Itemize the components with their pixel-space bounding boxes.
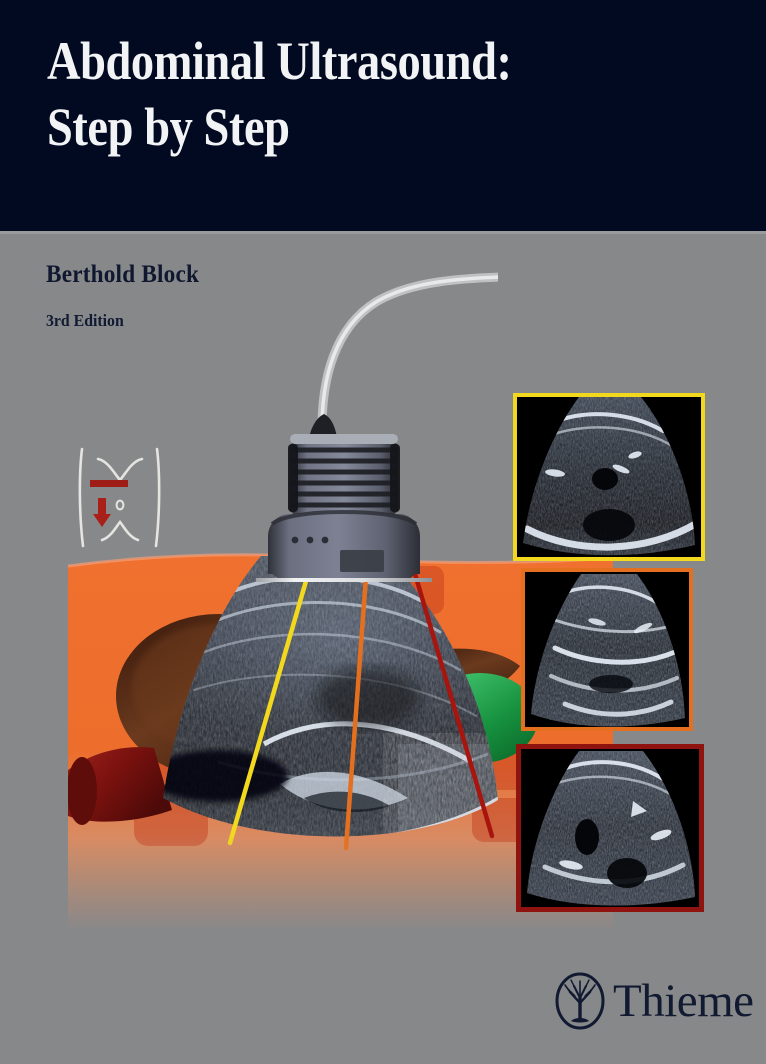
- red-scan-plane-bar-icon: [90, 480, 128, 487]
- probe-label-plate: [340, 550, 384, 572]
- publisher-logo: Thieme: [554, 972, 754, 1030]
- anechoic-structure: [575, 819, 599, 855]
- probe-band: [256, 578, 432, 589]
- ultrasound-thumbnail-1: [513, 393, 705, 561]
- book-title: Abdominal Ultrasound: Step by Step: [47, 28, 737, 160]
- probe-indicator-dots: [291, 536, 329, 544]
- torso-outline-icon: [62, 443, 177, 553]
- ultrasound-thumbnail-2: [521, 568, 693, 731]
- ultrasound-probe-icon: [248, 262, 553, 589]
- edition-label: 3rd Edition: [46, 311, 124, 330]
- scan-line-red: [405, 548, 495, 839]
- title-line-2: Step by Step: [47, 97, 290, 157]
- publisher-name: Thieme: [613, 974, 754, 1027]
- header-divider-rule: [0, 231, 766, 234]
- thieme-tree-oval-icon: [555, 972, 605, 1030]
- title-line-1: Abdominal Ultrasound:: [47, 31, 512, 91]
- scan-line-orange: [343, 548, 371, 851]
- abdomen-illustration: [68, 548, 613, 928]
- probe-cable-icon: [317, 269, 553, 433]
- ultrasound-thumbnail-3: [516, 744, 704, 912]
- author-name: Berthold Block: [46, 261, 200, 288]
- title-header-band: [0, 0, 766, 231]
- red-down-arrow-icon: [93, 498, 111, 527]
- vessel-organ: [68, 747, 172, 825]
